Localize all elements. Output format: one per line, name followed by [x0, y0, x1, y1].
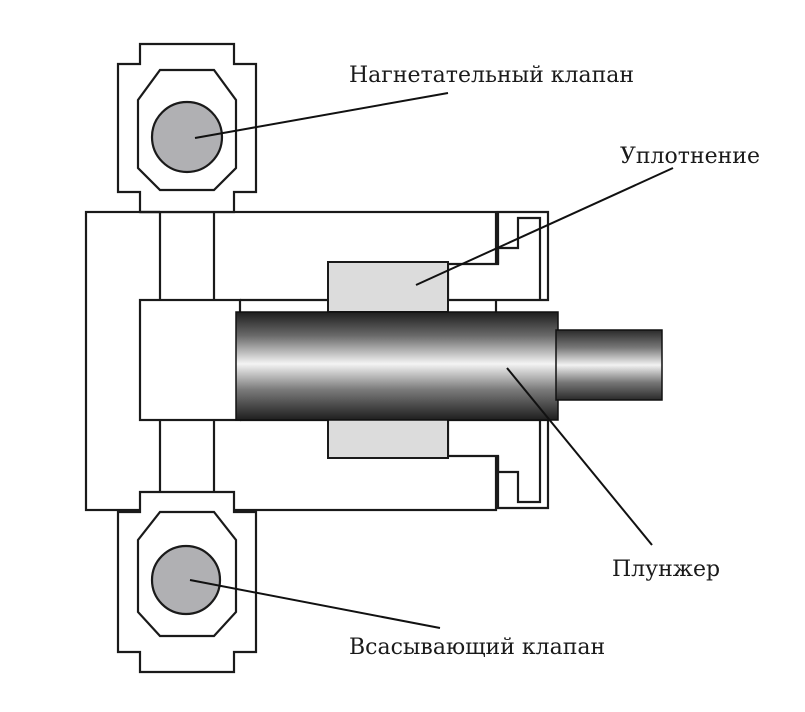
seal-leader — [415, 167, 674, 286]
seal-label: Уплотнение — [620, 144, 760, 169]
plunger-label: Плунжер — [612, 557, 720, 582]
suction-valve-ball — [150, 544, 222, 616]
suction-valve-label: Всасывающий клапан — [349, 635, 605, 660]
discharge-valve-leader — [194, 92, 449, 139]
discharge-valve-ball — [150, 100, 224, 174]
seal-housing — [446, 210, 550, 510]
suction-valve-leader — [189, 579, 441, 629]
discharge-valve-label: Нагнетательный клапан — [349, 63, 634, 88]
seal-ring-upper — [327, 261, 449, 313]
plunger-leader — [506, 367, 653, 546]
plunger-rod — [555, 329, 663, 401]
plunger — [235, 311, 559, 421]
